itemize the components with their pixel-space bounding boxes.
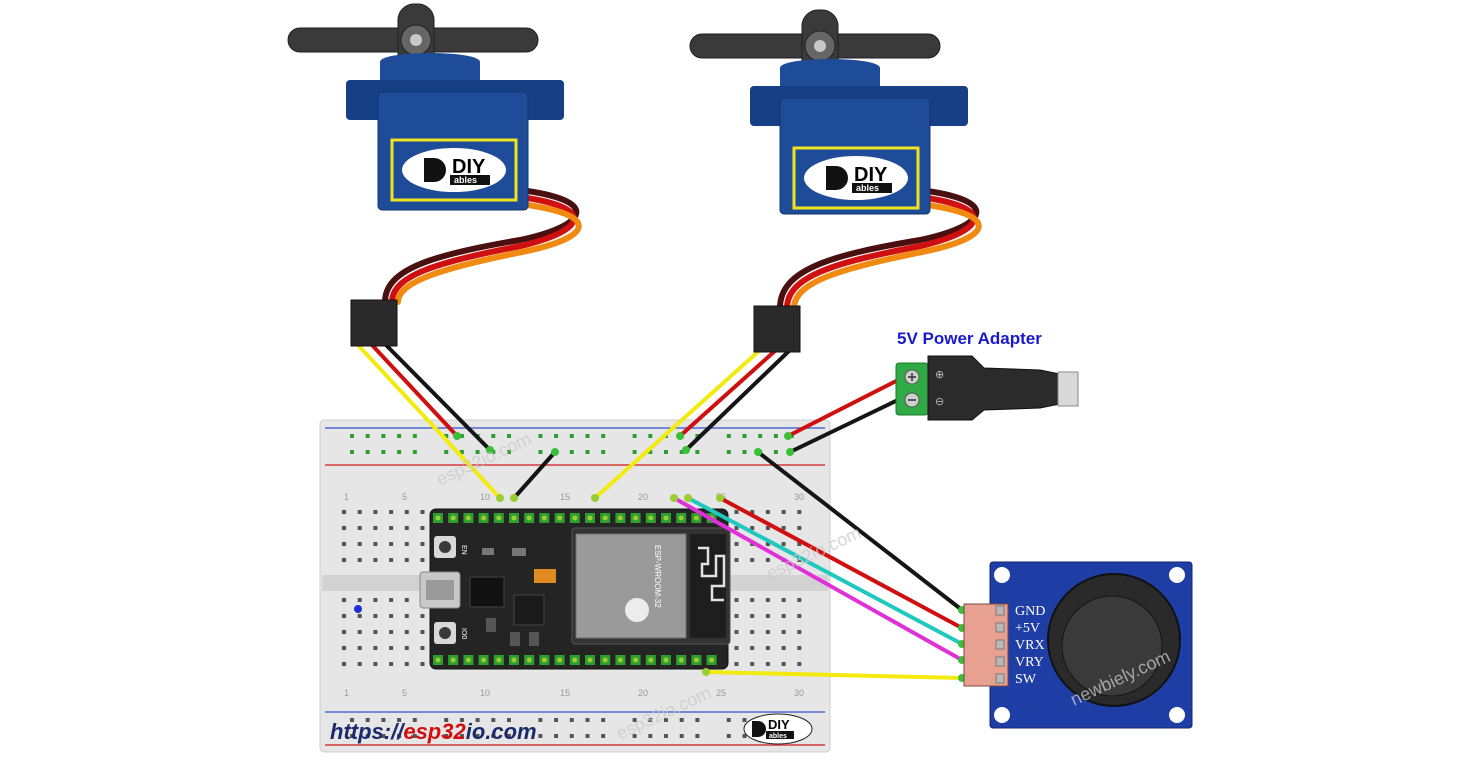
servo2-connector [753, 305, 801, 353]
wroom-chip-label: ESP-WROOM-32 [653, 545, 662, 608]
footer-url: https://esp32io.com [330, 719, 537, 744]
joystick-pin-label-vry: VRY [1015, 655, 1044, 670]
svg-text:1: 1 [344, 492, 349, 502]
svg-text:30: 30 [794, 688, 804, 698]
minus-sign-icon: ⊖ [935, 395, 944, 408]
wires [356, 187, 982, 682]
joystick-vry-wire [672, 496, 964, 662]
servo1-logo-sub: ables [454, 175, 477, 185]
power-adapter: 5V Power Adapter ⊕ ⊖ [895, 329, 1079, 421]
svg-text:10: 10 [480, 688, 490, 698]
en-button-label: EN [460, 545, 467, 555]
svg-text:https://esp32io.com: https://esp32io.com [330, 719, 537, 744]
joystick-pin-label-5v: +5V [1015, 621, 1040, 636]
servo1-power-wire [370, 343, 459, 438]
svg-text:5: 5 [402, 492, 407, 502]
svg-text:20: 20 [638, 688, 648, 698]
joystick-5v-wire [718, 496, 964, 630]
power-adapter-label: 5V Power Adapter [897, 329, 1042, 348]
joystick-module: GND +5V VRX VRY SW [963, 561, 1193, 729]
servo2-power-wire [678, 348, 778, 438]
servo1-cable-red [389, 194, 577, 305]
svg-text:15: 15 [560, 492, 570, 502]
servo1-connector [350, 299, 398, 347]
breadboard-logo: DIY ables [743, 713, 813, 745]
joystick-vrx-wire [686, 496, 964, 646]
joystick-pin-label-sw: SW [1015, 672, 1037, 687]
joystick-sw-wire [704, 670, 964, 680]
adapter-positive-wire [786, 376, 904, 438]
url-brand: esp32 [403, 719, 466, 744]
breadboard-logo-sub: ables [769, 733, 787, 740]
url-suffix: io.com [466, 719, 537, 744]
servo2-signal-wire [593, 348, 762, 500]
servo-motor-2: DIY ables [689, 9, 968, 215]
servo2-cable-black [777, 187, 980, 311]
blue-marker-dot [354, 605, 362, 613]
servo2-logo-main: DIY [854, 164, 888, 186]
ground-bridge-wire [512, 450, 557, 500]
servo1-logo-main: DIY [452, 156, 486, 178]
svg-text:25: 25 [716, 688, 726, 698]
servo2-cable-orange [791, 201, 982, 311]
joystick-gnd-wire [756, 450, 964, 612]
servo1-cable-orange [395, 201, 582, 305]
servo-motor-1: DIY ables [287, 3, 564, 211]
svg-text:15: 15 [560, 688, 570, 698]
servo2-ground-wire [684, 348, 792, 452]
svg-text:30: 30 [794, 492, 804, 502]
servo1-signal-wire [356, 343, 502, 500]
boot-button-label: IO0 [460, 628, 467, 639]
joystick-pin-labels: GND +5V VRX VRY SW [1015, 604, 1045, 687]
servo2-logo-sub: ables [856, 183, 879, 193]
svg-text:10: 10 [480, 492, 490, 502]
joystick-pin-label-vrx: VRX [1015, 638, 1045, 653]
breadboard-logo-main: DIY [768, 717, 790, 732]
plus-sign-icon: ⊕ [935, 368, 944, 381]
svg-text:5: 5 [402, 688, 407, 698]
svg-text:1: 1 [344, 688, 349, 698]
url-prefix: https:// [330, 719, 406, 744]
adapter-negative-wire [788, 396, 904, 454]
servo1-ground-wire [384, 343, 492, 452]
esp32-board: EN IO0 ESP-WROOM-32 [419, 508, 731, 670]
servo2-cable-red [784, 194, 977, 311]
svg-text:20: 20 [638, 492, 648, 502]
servo1-cable-black [382, 187, 580, 305]
joystick-pin-label-gnd: GND [1015, 604, 1045, 619]
